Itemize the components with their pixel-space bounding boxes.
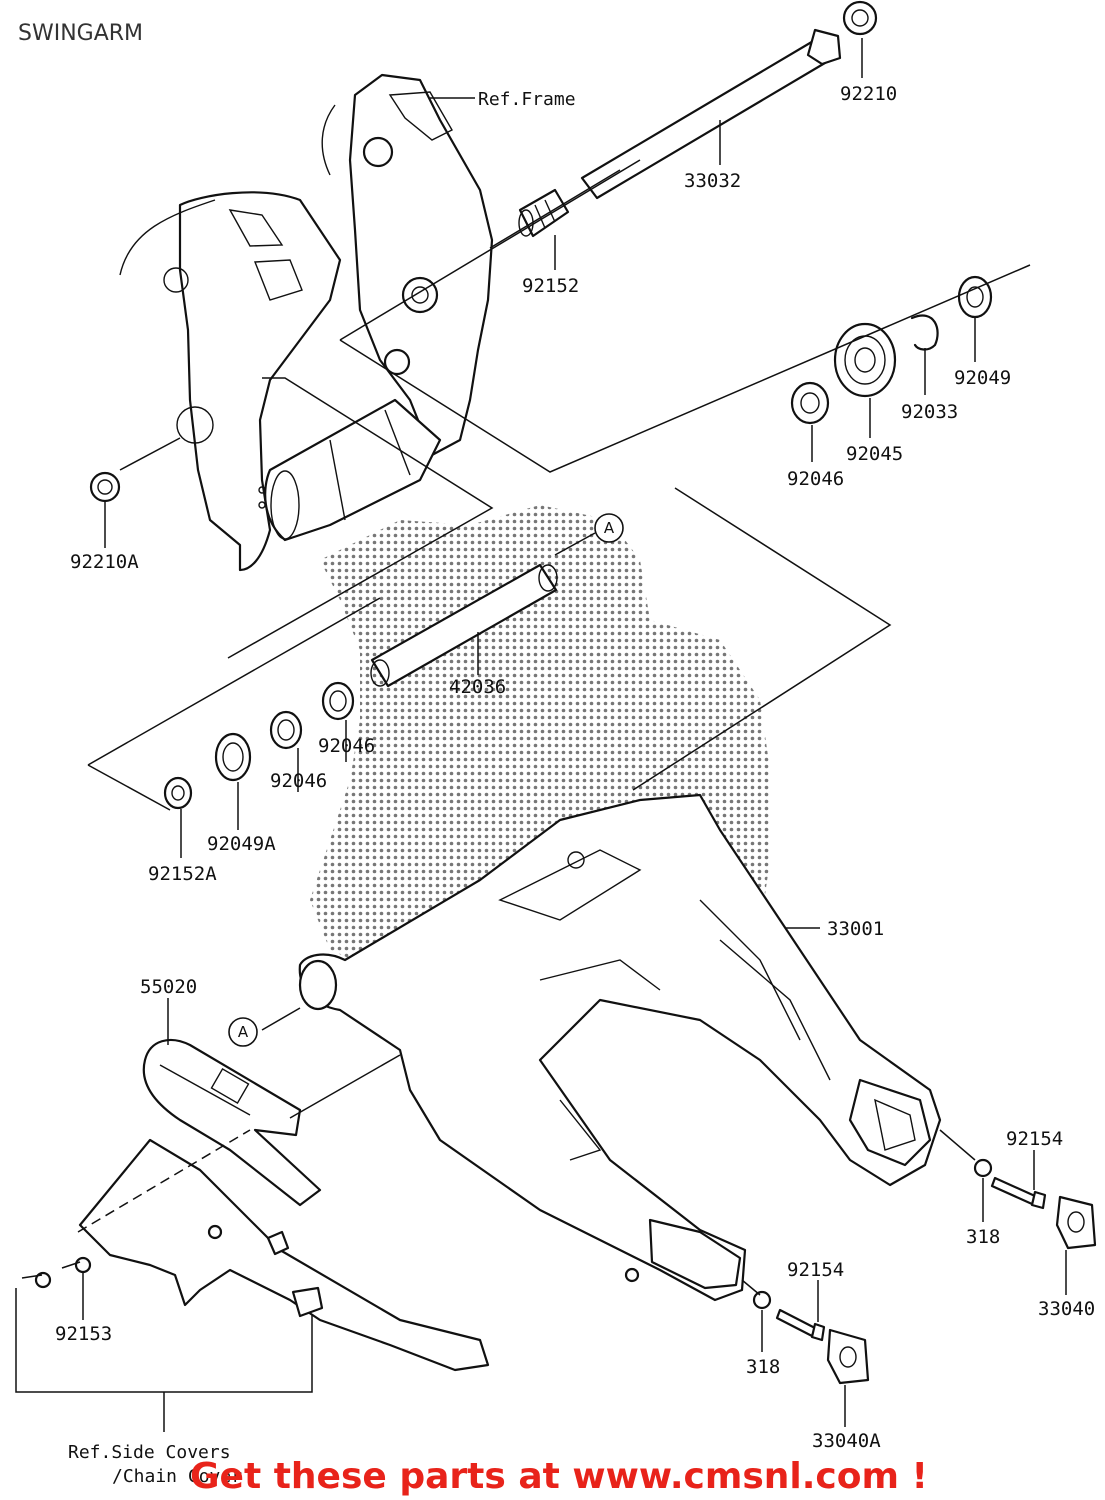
ref-chain-cover-label: /Chain Cover	[112, 1466, 242, 1487]
part-label-92210A: 92210A	[70, 551, 139, 573]
svg-text:A: A	[238, 1023, 249, 1041]
part-label-92154-right: 92154	[1006, 1128, 1063, 1150]
hardware-drawing	[34, 1158, 1097, 1385]
part-label-318-right: 318	[966, 1226, 1000, 1248]
left-bearing-group	[163, 563, 558, 810]
chain-guide-drawing	[142, 1038, 322, 1207]
part-label-33040: 33040	[1038, 1298, 1095, 1320]
part-label-55020: 55020	[140, 976, 197, 998]
ref-marker-a-top: A	[594, 513, 624, 543]
promo-banner-link[interactable]: Get these parts at www.cmsnl.com !	[190, 1456, 928, 1497]
part-label-92046-outer: 92046	[270, 770, 327, 792]
swingarm-drawing	[298, 793, 942, 1302]
part-labels: Ref.Frame 92210 33032 92152 92049 92033 …	[55, 83, 1095, 1487]
part-label-33032: 33032	[684, 170, 741, 192]
part-label-92153: 92153	[55, 1323, 112, 1345]
ref-side-covers-label: Ref.Side Covers	[68, 1442, 231, 1463]
chain-cover-drawing	[78, 1138, 490, 1372]
part-label-92152: 92152	[522, 275, 579, 297]
part-label-33001: 33001	[827, 918, 884, 940]
part-label-92033: 92033	[901, 401, 958, 423]
part-label-42036: 42036	[449, 676, 506, 698]
part-label-318-lower: 318	[746, 1356, 780, 1378]
part-label-92046-inner: 92046	[318, 735, 375, 757]
leader-lines	[15, 38, 1067, 1432]
part-label-92152A: 92152A	[148, 863, 217, 885]
part-label-92210: 92210	[840, 83, 897, 105]
part-label-92049A: 92049A	[207, 833, 276, 855]
frame-drawing	[119, 73, 494, 572]
diagram-title: SWINGARM	[18, 21, 143, 46]
part-label-92049: 92049	[954, 367, 1011, 389]
part-label-92045: 92045	[846, 443, 903, 465]
part-label-92154-lower: 92154	[787, 1259, 844, 1281]
ref-marker-a-bottom: A	[228, 1017, 258, 1047]
ref-frame-label: Ref.Frame	[478, 89, 576, 110]
assembly-outlines	[77, 159, 1031, 1233]
part-label-33040A: 33040A	[812, 1430, 881, 1452]
svg-text:A: A	[604, 519, 615, 537]
part-label-92046-right: 92046	[787, 468, 844, 490]
